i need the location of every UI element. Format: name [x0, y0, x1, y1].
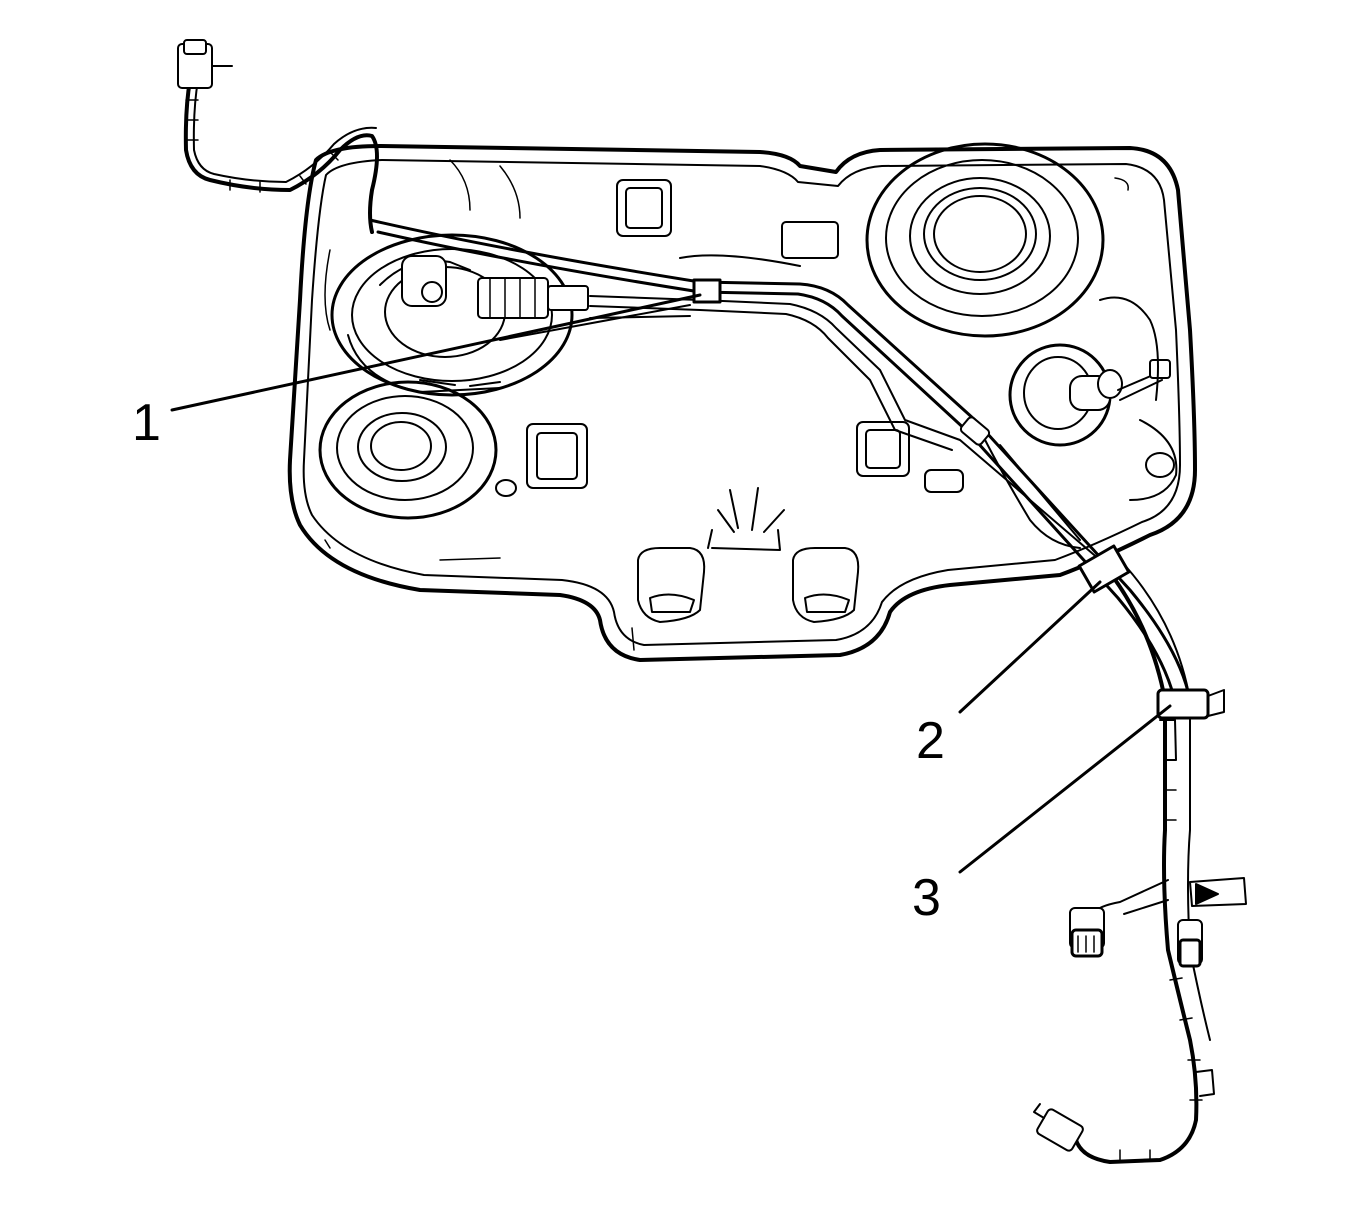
filler-neck-port	[1008, 296, 1178, 501]
callout-label-3: 3	[912, 869, 941, 927]
tank-pads	[526, 179, 964, 493]
callout-leaders	[170, 293, 1172, 874]
leader-line-2	[958, 580, 1102, 714]
tank-boss-right	[865, 142, 1105, 338]
leader-line-1	[170, 293, 702, 412]
connector-left	[1069, 907, 1105, 958]
tag-label	[1189, 877, 1247, 907]
fuel-tank	[287, 142, 1197, 662]
harness-lower-right	[1033, 544, 1247, 1164]
leader-line-3	[958, 704, 1172, 874]
harness-clip-3	[1156, 688, 1225, 720]
connector-right	[1177, 919, 1203, 968]
callout-label-2: 2	[916, 712, 945, 770]
harness-connector-upper	[177, 39, 233, 89]
harness-clip-2	[1077, 544, 1131, 594]
leader-line-1b	[499, 304, 691, 341]
tank-boss-left	[318, 380, 517, 520]
fuel-pump-module	[330, 233, 589, 397]
callout-label-1: 1	[132, 394, 161, 452]
strap-mounts	[637, 487, 860, 623]
connector-bottom	[1033, 1103, 1084, 1152]
harness-upper-left	[177, 39, 379, 234]
